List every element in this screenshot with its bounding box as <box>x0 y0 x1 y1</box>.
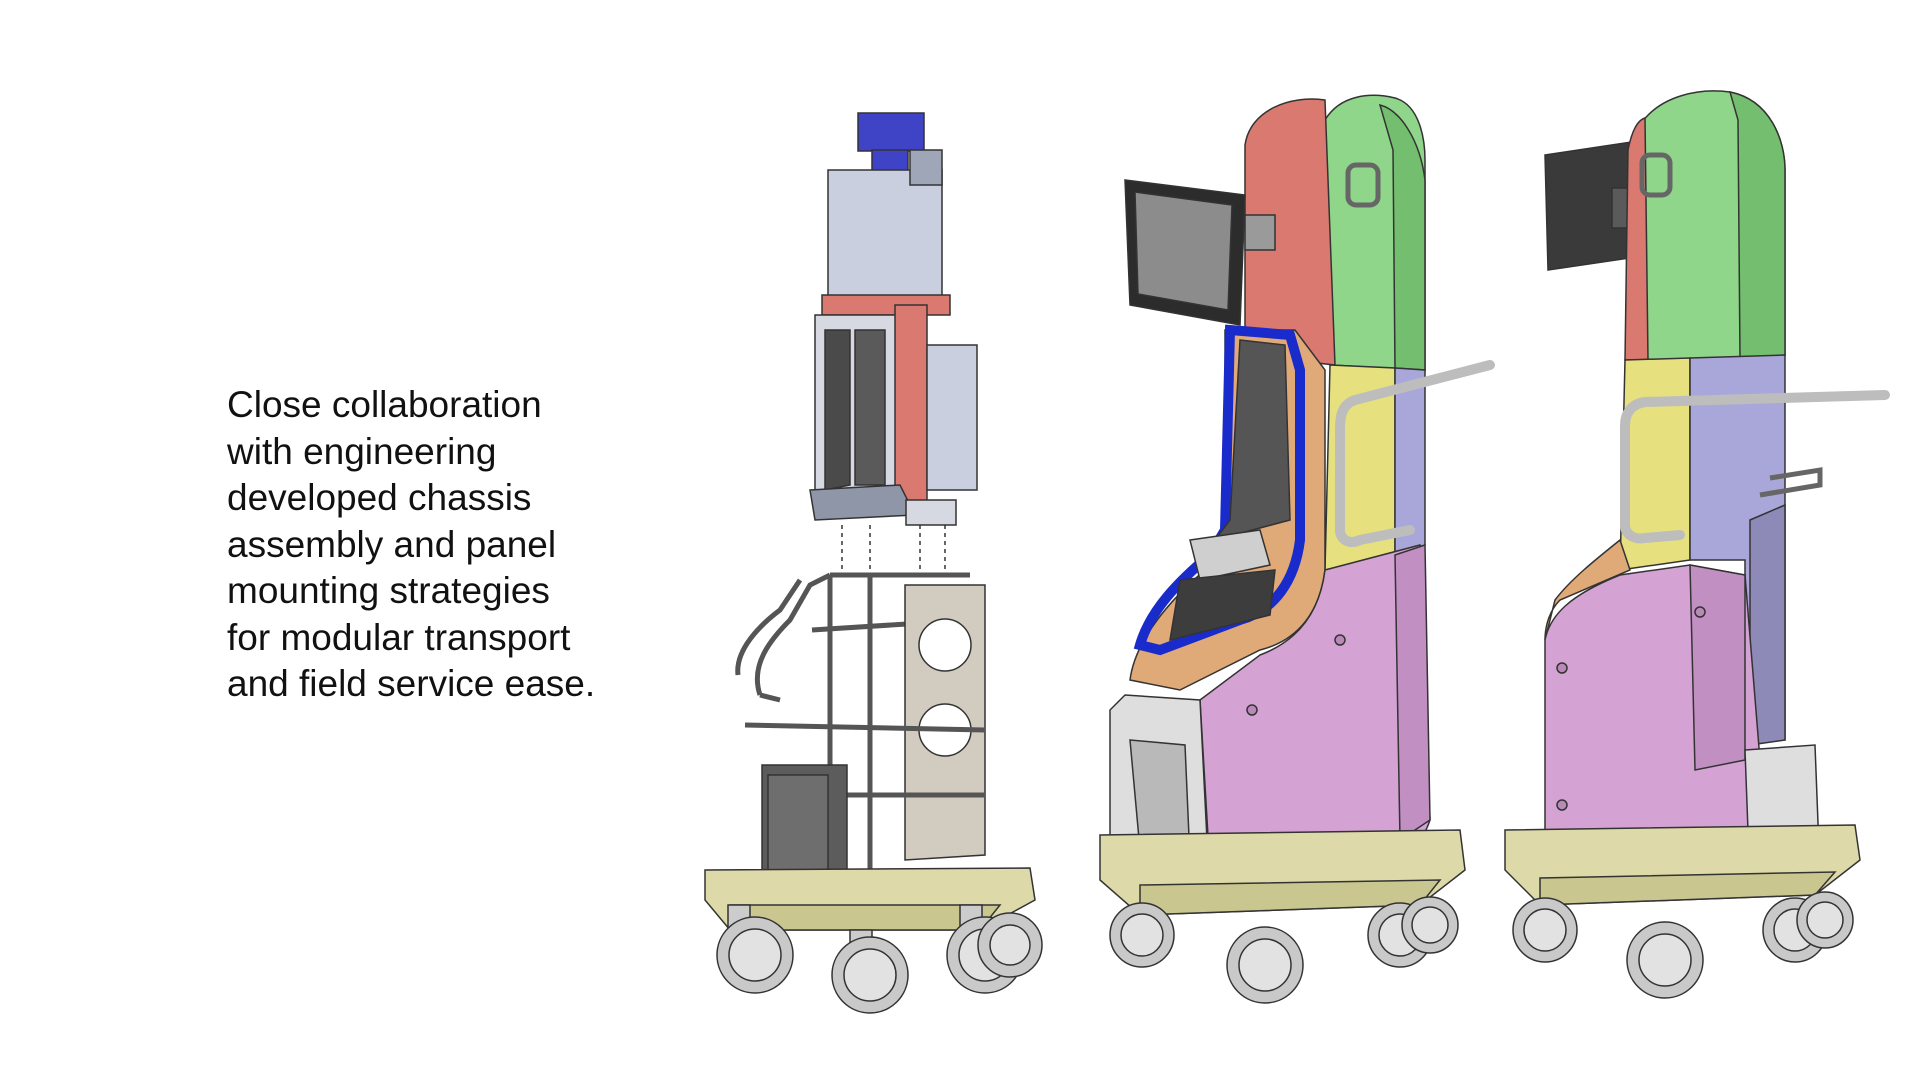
wheel <box>1109 902 1175 968</box>
blue-trim <box>1133 324 1305 656</box>
control-keys <box>1189 529 1271 581</box>
display-screen <box>1124 179 1276 326</box>
wheel <box>716 904 794 994</box>
side-handle <box>1335 360 1495 547</box>
wheels-view-1 <box>716 904 1043 1014</box>
description-line: for modular transport <box>227 616 571 658</box>
description-line: Close collaboration <box>227 384 542 425</box>
wheel <box>1512 897 1578 963</box>
battery-box-face <box>767 774 829 881</box>
panel-screw <box>1334 634 1346 646</box>
keyboard-tray <box>1169 569 1276 642</box>
rear-handle <box>1620 390 1890 544</box>
description-line: and field service ease. <box>227 663 596 704</box>
wheel <box>1226 926 1304 1004</box>
wheel <box>831 929 909 1014</box>
wheel <box>1401 896 1459 954</box>
wheel <box>1796 891 1854 949</box>
pink-panel-shade <box>1689 564 1746 771</box>
chassis-side-plate <box>827 169 943 301</box>
panel-screw <box>1556 662 1568 674</box>
inner-cavity <box>1213 339 1291 542</box>
exploded-chassis-view <box>704 112 1043 1014</box>
description-line: with engineering <box>227 430 497 472</box>
red-bracket-band <box>821 294 951 316</box>
description-line: developed chassis <box>227 477 532 518</box>
description-text: Close collaboration with engineering dev… <box>227 382 677 708</box>
top-handle <box>1639 152 1673 198</box>
wheels-view-3 <box>1512 891 1854 999</box>
chassis-red-rail <box>894 304 928 516</box>
alignment-lines <box>841 525 946 575</box>
chassis-grey-plate <box>926 344 978 491</box>
panel-screw <box>1556 799 1568 811</box>
rear-three-quarter-view <box>1504 90 1890 999</box>
wheel <box>1626 921 1704 999</box>
top-handle <box>1345 162 1381 208</box>
pink-panel-side <box>1394 543 1431 842</box>
panel-screw <box>1694 606 1706 618</box>
panel-screw <box>1246 704 1258 716</box>
description-line: mounting strategies <box>227 570 550 611</box>
chassis-slot-middle <box>854 329 886 486</box>
wheels-view-2 <box>1109 896 1459 1004</box>
chassis-foot <box>809 484 917 521</box>
wheel <box>977 912 1043 978</box>
front-three-quarter-view <box>1099 94 1495 1004</box>
chassis-top-block <box>857 112 925 152</box>
orange-trim <box>1544 538 1631 641</box>
rear-grip <box>1759 467 1823 498</box>
description-line: assembly and panel <box>227 523 557 565</box>
chassis-bracket <box>905 499 957 526</box>
chassis-slot-left <box>824 329 851 491</box>
frame-cutout <box>918 618 972 672</box>
frame-rail <box>744 722 986 733</box>
chassis-side-plate-right <box>909 149 943 186</box>
